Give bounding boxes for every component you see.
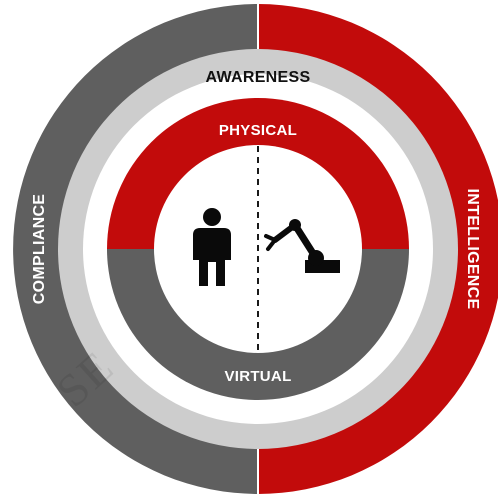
person-icon: [193, 208, 231, 286]
intelligence-label: INTELLIGENCE: [464, 189, 481, 310]
awareness-label: AWARENESS: [206, 69, 311, 86]
robot-arm-icon: [264, 219, 340, 273]
compliance-label: COMPLIANCE: [31, 194, 48, 305]
virtual-label: VIRTUAL: [224, 368, 291, 385]
physical-label: PHYSICAL: [219, 122, 297, 139]
